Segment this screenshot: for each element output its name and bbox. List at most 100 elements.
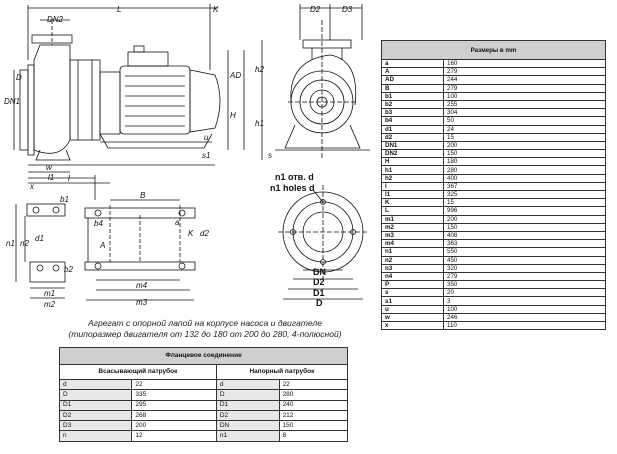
param-value: 363 (443, 239, 606, 249)
label-m4: m4 (136, 281, 148, 290)
flange-param-name: DN (215, 420, 280, 432)
param-name: l1 (381, 189, 444, 200)
param-value: 304 (443, 108, 606, 118)
param-name: K (381, 198, 444, 208)
label-dn2: DN2 (47, 15, 64, 24)
flange-param-name: d (58, 378, 133, 391)
label-s: s (268, 151, 272, 160)
label-k-top: K (213, 5, 219, 14)
label-dn: DN (313, 267, 326, 277)
flange-param-name: n1 (215, 430, 280, 442)
param-name: n1 (381, 247, 444, 257)
label-h2: h2 (255, 65, 264, 74)
flange-param-name: D2 (58, 409, 133, 422)
param-name: n4 (381, 271, 444, 282)
label-a-cap: A (99, 241, 105, 250)
param-value: 996 (443, 206, 606, 216)
label-d-left: D (16, 73, 22, 82)
param-name: n2 (381, 255, 444, 265)
flange-param-value: 280 (278, 389, 349, 401)
flange-param-name: D (215, 389, 280, 401)
flange-param-value: 200 (131, 420, 217, 432)
param-value: 244 (443, 75, 606, 85)
param-name: u (381, 304, 444, 314)
label-n1: n1 (6, 239, 15, 248)
param-name: m3 (381, 230, 444, 241)
flange-param-name: d (215, 378, 280, 391)
suction-header: Всасывающий патрубок (59, 364, 217, 380)
label-m1: m1 (44, 289, 55, 298)
label-d2-circle: D2 (313, 277, 325, 287)
flange-param-value: 12 (131, 430, 217, 442)
caption-line-2: (типоразмер двигателя от 132 до 180 от 2… (68, 329, 342, 339)
param-name: m2 (381, 222, 444, 232)
param-name: h1 (381, 165, 444, 175)
param-name: L (381, 206, 444, 216)
pump-side-view (13, 4, 245, 200)
label-b1: b1 (60, 195, 69, 204)
param-value: 400 (443, 173, 606, 183)
label-a-dim: a (175, 218, 180, 227)
param-value: 550 (443, 247, 606, 257)
param-name: n3 (381, 263, 444, 273)
flange-param-value: 212 (278, 409, 349, 422)
param-value: 450 (443, 255, 606, 265)
flange-param-value: 22 (278, 378, 349, 391)
param-name: AD (381, 75, 444, 85)
param-value: 255 (443, 99, 606, 110)
param-name: b4 (381, 116, 444, 126)
dimension-labels: DN2 L K D2 D3 AD h2 h1 H s1 s DN1 D w l1… (4, 5, 353, 309)
param-value: 160 (443, 58, 606, 69)
flange-table: Фланцевое соединение Всасывающий патрубо… (58, 347, 349, 442)
param-name: x (381, 320, 444, 331)
label-d2-top: D2 (310, 5, 321, 14)
label-u: u (204, 133, 209, 142)
flange-param-value: 8 (278, 430, 349, 442)
param-value: 15 (443, 198, 606, 208)
param-name: s (381, 288, 444, 298)
param-value: 100 (443, 304, 606, 314)
flange-param-name: D (58, 389, 133, 401)
param-name: B (381, 83, 444, 93)
param-value: 200 (443, 214, 606, 224)
label-d1-circle: D1 (313, 288, 325, 298)
label-d1: d1 (35, 234, 44, 243)
label-h1: h1 (255, 119, 264, 128)
foot-detail-pump (15, 203, 66, 299)
param-value: 150 (443, 149, 606, 159)
param-name: m1 (381, 214, 444, 224)
param-value: 15 (443, 132, 606, 142)
param-value: 110 (443, 320, 606, 331)
param-value: 408 (443, 230, 606, 241)
discharge-header: Напорный патрубок (215, 364, 349, 380)
param-name: l (381, 181, 444, 192)
param-name: b2 (381, 99, 444, 110)
label-dn1: DN1 (4, 97, 20, 106)
flange-param-name: n (58, 430, 133, 442)
flange-param-name: D2 (215, 409, 280, 422)
param-name: P (381, 280, 444, 290)
param-name: m4 (381, 239, 444, 249)
